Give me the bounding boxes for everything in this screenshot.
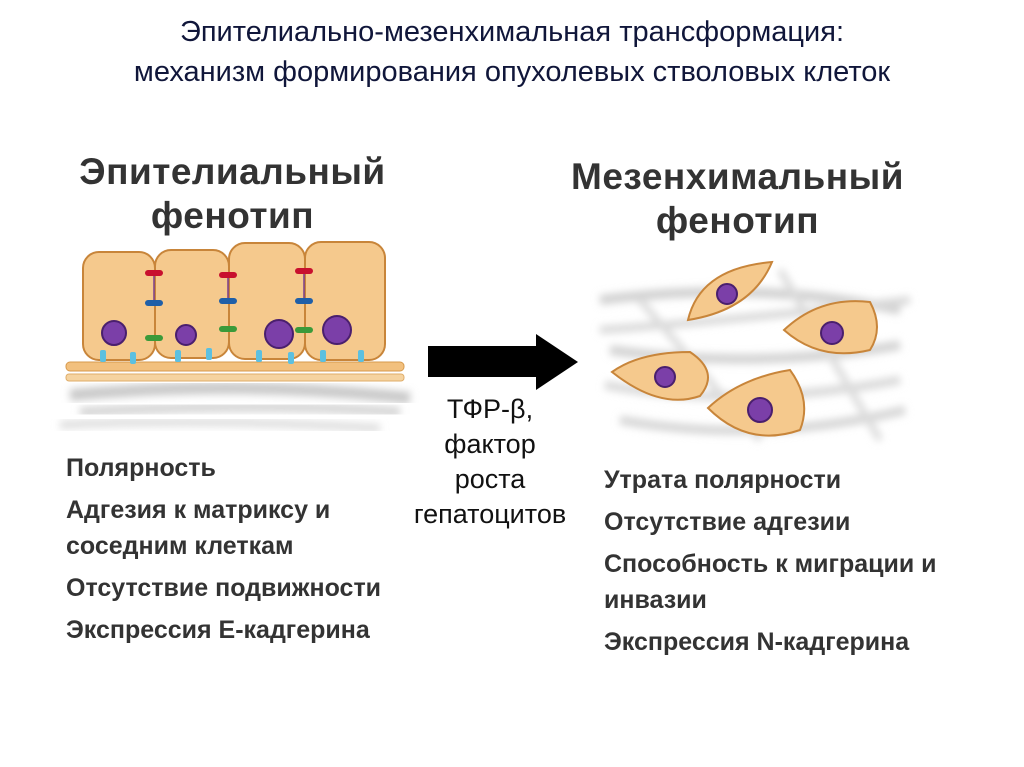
nucleus	[820, 321, 844, 345]
nuclei	[101, 315, 352, 349]
mesenchymal-feature-ncadherin: Экспрессия N-кадгерина	[604, 628, 910, 656]
transition-label-line-2: фактор	[444, 429, 536, 459]
mesenchymal-cell	[706, 368, 806, 437]
nucleus	[716, 283, 738, 305]
epithelial-feature-motility: Отсутствие подвижности	[66, 574, 382, 602]
epithelial-feature-polarity: Полярность	[66, 454, 216, 482]
integrins	[100, 348, 364, 364]
mesenchymal-heading-line-1: Мезенхимальный	[571, 156, 904, 197]
epithelial-features-list: Полярность Адгезия к матриксу и соседним…	[66, 450, 426, 654]
epithelial-heading-line-1: Эпителиальный	[79, 151, 386, 192]
epithelial-feature-adhesion: Адгезия к матриксу и соседним клеткам	[66, 496, 331, 560]
epithelial-heading: Эпителиальный фенотип	[60, 150, 405, 238]
basement-membrane	[65, 361, 405, 382]
mesenchymal-feature-polarity-loss: Утрата полярности	[604, 466, 842, 494]
transition-label-line-3: роста	[454, 464, 526, 494]
nucleus	[747, 397, 773, 423]
transition-factors-label: ТФР-β, фактор роста гепатоцитов	[400, 392, 580, 532]
transition-arrow	[428, 334, 578, 390]
epithelial-heading-line-2: фенотип	[150, 195, 315, 236]
epithelial-matrix	[59, 382, 411, 432]
mesenchymal-features-list: Утрата полярности Отсутствие адгезии Спо…	[604, 462, 1004, 666]
mesenchymal-heading: Мезенхимальный фенотип	[555, 155, 920, 243]
mesenchymal-feature-migration: Способность к миграции и инвазии	[604, 550, 937, 614]
mesenchymal-heading-line-2: фенотип	[655, 200, 820, 241]
mesenchymal-cell	[686, 260, 774, 322]
nucleus	[264, 319, 294, 349]
mesenchymal-cell	[782, 300, 878, 355]
title-line-2: механизм формирования опухолевых стволов…	[133, 56, 891, 88]
cell-junctions	[145, 268, 313, 341]
mesenchymal-cell	[610, 350, 709, 401]
mesenchymal-cells	[610, 260, 878, 437]
epithelial-feature-ecadherin: Экспрессия Е-кадгерина	[66, 616, 370, 644]
nucleus	[101, 320, 127, 346]
mesenchymal-feature-no-adhesion: Отсутствие адгезии	[604, 508, 851, 536]
transition-label-line-1: ТФР-β,	[446, 394, 534, 424]
title-line-1: Эпителиально-мезенхимальная трансформаци…	[180, 16, 844, 48]
nucleus	[654, 366, 676, 388]
slide-title: Эпителиально-мезенхимальная трансформаци…	[0, 12, 1024, 92]
transition-label-line-4: гепатоцитов	[413, 499, 567, 529]
nucleus	[322, 315, 352, 345]
nucleus	[175, 324, 197, 346]
